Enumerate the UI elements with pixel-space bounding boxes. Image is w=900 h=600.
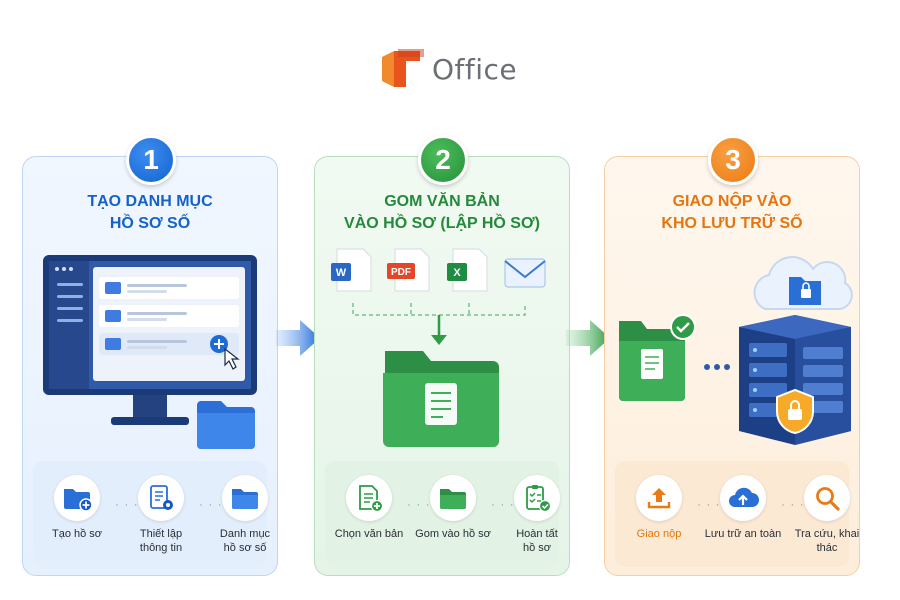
substep-label: Giao nộp bbox=[636, 528, 682, 540]
step-3-title: GIAO NỘP VÀO KHO LƯU TRỮ SỐ bbox=[605, 191, 859, 235]
logo-text: Office bbox=[432, 52, 518, 86]
word-document-icon: W bbox=[331, 248, 372, 292]
step-1-title: TẠO DANH MỤC HỒ SƠ SỐ bbox=[23, 191, 277, 235]
step-2-title-line1: GOM VĂN BẢN bbox=[384, 193, 500, 210]
substep-create-record[interactable]: Tạo hồ sơ bbox=[37, 475, 117, 541]
shield-lock-icon bbox=[775, 388, 815, 435]
substep-gather-to-record[interactable]: Gom vào hồ sơ bbox=[413, 475, 493, 541]
email-icon bbox=[504, 258, 546, 288]
substep-label: Gom vào hồ sơ bbox=[415, 528, 491, 540]
folder-add-icon bbox=[64, 489, 92, 511]
cloud-lock-icon bbox=[753, 256, 853, 310]
substep-search-use[interactable]: Tra cứu, khai thác bbox=[787, 475, 867, 555]
step-3-panel: 3 GIAO NỘP VÀO KHO LƯU TRỮ SỐ bbox=[604, 135, 860, 576]
connector-dots: · · · bbox=[491, 497, 515, 511]
step-3-title-line2: KHO LƯU TRỮ SỐ bbox=[661, 215, 803, 232]
substep-choose-document[interactable]: Chọn văn bản bbox=[329, 475, 409, 541]
svg-text:X: X bbox=[453, 267, 461, 279]
step-1-title-line1: TẠO DANH MỤC bbox=[87, 193, 213, 210]
arrow-right-icon bbox=[566, 320, 610, 356]
computer-monitor-icon bbox=[43, 255, 257, 449]
document-add-icon bbox=[359, 485, 384, 513]
excel-document-icon: X bbox=[447, 248, 488, 292]
substep-label: Tạo hồ sơ bbox=[51, 528, 102, 540]
arrow-right-icon bbox=[276, 320, 320, 356]
step-2-title-line2: VÀO HỒ SƠ (LẬP HỒ SƠ) bbox=[344, 215, 540, 232]
logo-mark-icon bbox=[382, 49, 424, 87]
connector-dots: · · · bbox=[199, 497, 223, 511]
connector-dots: · · · bbox=[407, 497, 431, 511]
upload-icon bbox=[647, 488, 671, 509]
cloud-upload-icon bbox=[729, 487, 759, 507]
connector-dots: · · · bbox=[115, 497, 139, 511]
connector-dots: · · · bbox=[781, 497, 805, 511]
step-2-number: 2 bbox=[418, 135, 468, 185]
folder-icon bbox=[232, 489, 258, 509]
folder-icon bbox=[440, 489, 466, 509]
step-3-number: 3 bbox=[708, 135, 758, 185]
step-1-number: 1 bbox=[126, 135, 176, 185]
substep-label: Tra cứu, khai thác bbox=[794, 528, 860, 554]
digital-archive-diagram bbox=[619, 256, 853, 445]
substep-secure-storage[interactable]: Lưu trữ an toàn bbox=[703, 475, 783, 541]
completed-folder-icon bbox=[619, 314, 696, 401]
step-3-title-line1: GIAO NỘP VÀO bbox=[672, 193, 792, 210]
big-folder-icon bbox=[383, 351, 499, 447]
step-1-title-line2: HỒ SƠ SỐ bbox=[109, 215, 191, 232]
step-1-panel: 1 TẠO DANH MỤC HỒ SƠ SỐ bbox=[22, 135, 278, 576]
step-3-substeps: Giao nộp · · · Lưu trữ an toàn · · · Tra… bbox=[615, 461, 859, 567]
svg-text:W: W bbox=[336, 267, 347, 279]
documents-to-folder-diagram: W PDF X bbox=[331, 248, 546, 447]
brand-logo: Office bbox=[380, 47, 517, 91]
step-2-panel: 2 GOM VĂN BẢN VÀO HỒ SƠ (LẬP HỒ SƠ) W PD… bbox=[314, 135, 570, 576]
search-icon bbox=[816, 487, 840, 511]
checklist-icon bbox=[526, 485, 552, 513]
document-settings-icon bbox=[150, 485, 173, 510]
substep-label: Chọn văn bản bbox=[334, 528, 404, 540]
substep-submit[interactable]: Giao nộp bbox=[619, 475, 699, 541]
svg-text:PDF: PDF bbox=[391, 267, 411, 278]
step-2-title: GOM VĂN BẢN VÀO HỒ SƠ (LẬP HỒ SƠ) bbox=[315, 191, 569, 235]
pdf-document-icon: PDF bbox=[387, 248, 430, 292]
connector-dots: · · · bbox=[697, 497, 721, 511]
step-2-substeps: Chọn văn bản · · · Gom vào hồ sơ · · · bbox=[325, 461, 560, 567]
substep-label: Lưu trữ an toàn bbox=[704, 528, 782, 540]
